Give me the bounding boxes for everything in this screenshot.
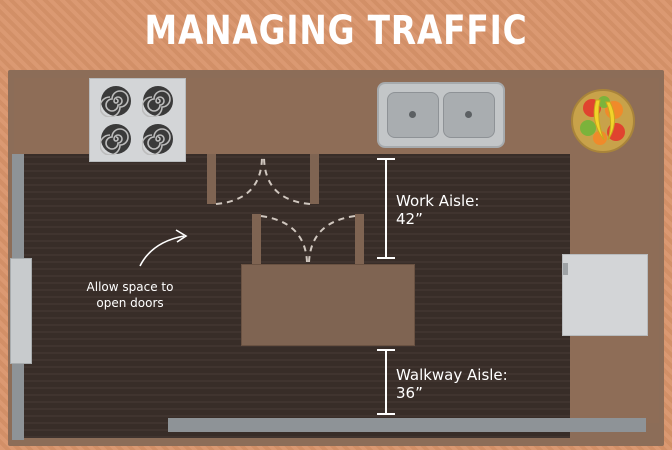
walkway-aisle-annotation: Walkway Aisle: 36” bbox=[396, 366, 508, 402]
doors-annotation: Allow space to open doors bbox=[68, 279, 192, 311]
curved-arrow-icon bbox=[139, 229, 188, 267]
fruit-bowl-icon bbox=[571, 89, 635, 153]
door-swing-arc bbox=[263, 155, 311, 205]
sink-basin-right bbox=[443, 92, 495, 138]
double-sink bbox=[377, 82, 505, 148]
walkway-aisle-value: 36” bbox=[396, 384, 423, 402]
island-door-left bbox=[252, 214, 261, 264]
work-aisle-annotation: Work Aisle: 42” bbox=[396, 192, 479, 228]
burner-icon bbox=[142, 124, 173, 155]
burner-icon bbox=[100, 86, 131, 117]
page-title: MANAGING TRAFFIC bbox=[144, 8, 528, 54]
doors-annotation-line: Allow space to bbox=[86, 280, 174, 294]
dimension-marker-icon bbox=[377, 158, 395, 259]
walkway-aisle-label: Walkway Aisle: bbox=[396, 366, 508, 384]
stove bbox=[89, 78, 186, 162]
left-window bbox=[10, 258, 32, 364]
door-swing-arc bbox=[260, 215, 308, 263]
door-swing-arc bbox=[308, 215, 356, 263]
work-aisle-label: Work Aisle: bbox=[396, 192, 480, 210]
kitchen-island bbox=[241, 264, 415, 346]
island-door-right bbox=[355, 214, 364, 264]
burner-icon bbox=[142, 86, 173, 117]
cabinet-door-right bbox=[310, 154, 319, 204]
burner-icon bbox=[100, 124, 131, 155]
sink-basin-left bbox=[387, 92, 439, 138]
door-swing-arc bbox=[215, 155, 263, 205]
work-aisle-value: 42” bbox=[396, 210, 423, 228]
bottom-wall bbox=[168, 418, 646, 432]
drain-icon bbox=[409, 111, 416, 118]
cabinet-door-left bbox=[207, 154, 216, 204]
doors-annotation-line: open doors bbox=[96, 296, 164, 310]
refrigerator bbox=[562, 254, 648, 336]
dimension-marker-icon bbox=[377, 349, 395, 415]
drain-icon bbox=[465, 111, 472, 118]
fridge-handle bbox=[563, 263, 568, 275]
